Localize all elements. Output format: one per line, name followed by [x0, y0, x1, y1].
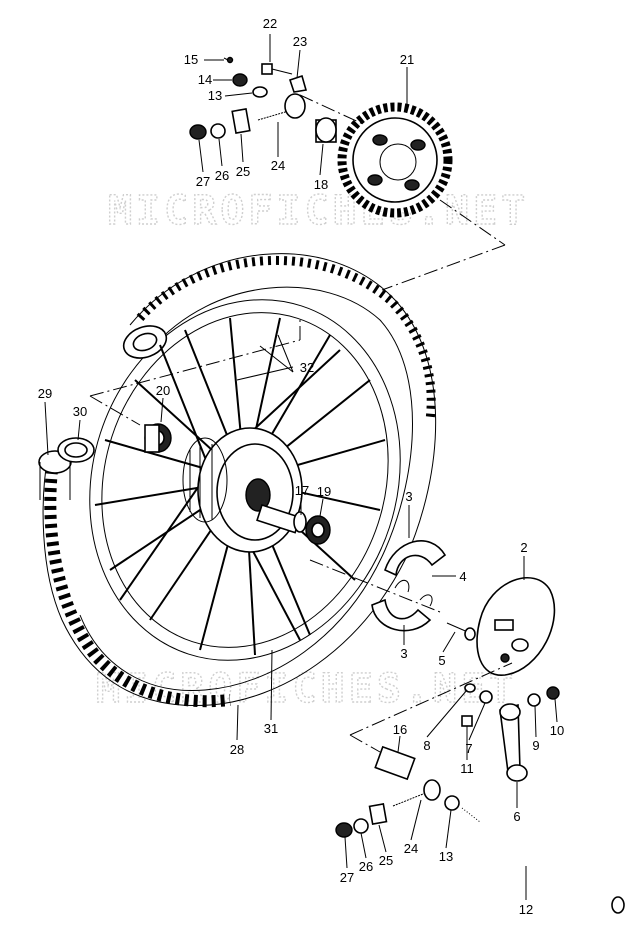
callout-26-lower: 26 — [359, 859, 373, 874]
callout-3-lower: 3 — [400, 646, 407, 661]
callout-21: 21 — [400, 52, 414, 67]
callout-7: 7 — [465, 741, 472, 756]
callout-22: 22 — [263, 16, 277, 31]
callout-30: 30 — [73, 404, 87, 419]
axle-parts — [335, 745, 625, 914]
brake-hardware — [446, 622, 560, 782]
callout-28: 28 — [230, 742, 244, 757]
callout-25-lower: 25 — [379, 853, 393, 868]
callout-10: 10 — [550, 723, 564, 738]
callout-27: 27 — [196, 174, 210, 189]
callout-17: 17 — [295, 483, 309, 498]
callout-24: 24 — [271, 158, 285, 173]
tube-end — [38, 437, 95, 500]
callout-26: 26 — [215, 168, 229, 183]
hub-axle — [256, 503, 331, 545]
brake-shoes — [371, 540, 447, 632]
callout-13: 13 — [208, 88, 222, 103]
callout-5: 5 — [438, 653, 445, 668]
callout-11: 11 — [460, 761, 474, 776]
callout-31: 31 — [264, 721, 278, 736]
callouts: 22 23 15 14 13 21 27 26 25 24 18 32 29 3… — [38, 16, 564, 917]
callout-3-upper: 3 — [405, 489, 412, 504]
callout-29: 29 — [38, 386, 52, 401]
watermark-top: MICROFICHES.NET — [108, 188, 529, 234]
callout-9: 9 — [532, 738, 539, 753]
callout-14: 14 — [198, 72, 212, 87]
tire-and-rim — [42, 253, 437, 708]
brake-panel-2 — [476, 577, 556, 676]
callout-32: 32 — [300, 360, 314, 375]
callout-6: 6 — [513, 809, 520, 824]
sprocket-fasteners — [189, 56, 337, 143]
sprocket-21 — [337, 102, 453, 218]
bearing-20 — [144, 423, 172, 453]
callout-15: 15 — [184, 52, 198, 67]
callout-20: 20 — [156, 383, 170, 398]
callout-12: 12 — [519, 902, 533, 917]
callout-25: 25 — [236, 164, 250, 179]
callout-8: 8 — [423, 738, 430, 753]
assembly-lines — [89, 94, 513, 753]
callout-13-lower: 13 — [439, 849, 453, 864]
watermark-bottom: MICROFICHES.NET — [96, 666, 517, 712]
callout-2: 2 — [520, 540, 527, 555]
callout-16: 16 — [393, 722, 407, 737]
callout-4: 4 — [459, 569, 466, 584]
callout-19: 19 — [317, 484, 331, 499]
callout-27-lower: 27 — [340, 870, 354, 885]
callout-18: 18 — [314, 177, 328, 192]
callout-24-lower: 24 — [404, 841, 418, 856]
leader-lines — [44, 34, 558, 900]
callout-23: 23 — [293, 34, 307, 49]
